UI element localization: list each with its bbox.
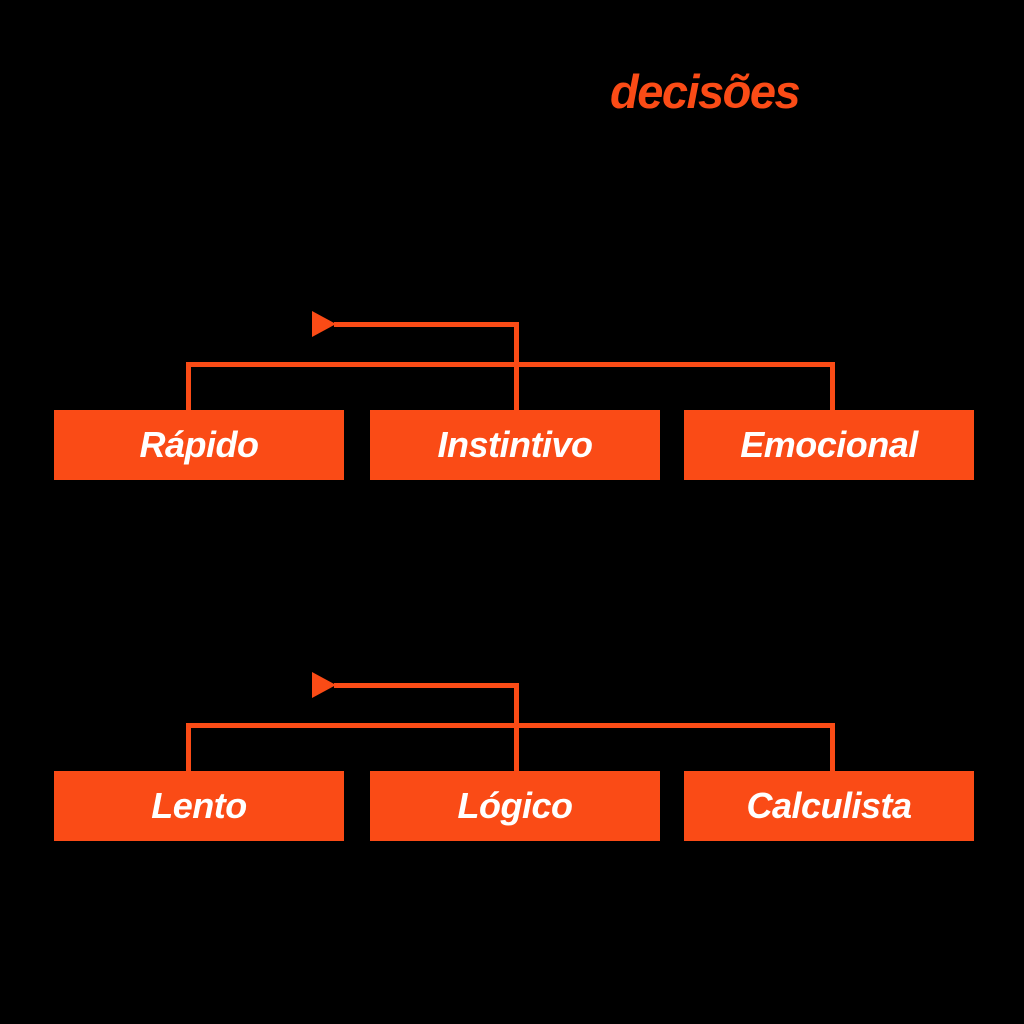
connector-stem-slow — [334, 683, 519, 688]
node-box-label: Instintivo — [437, 424, 594, 465]
node-box-instintivo[interactable]: Instintivo — [370, 410, 660, 480]
arrowhead-right-icon — [312, 311, 336, 337]
node-box-label: Emocional — [740, 424, 918, 465]
connector-drop-slow-2 — [830, 723, 835, 771]
node-box-rapido[interactable]: Rápido — [54, 410, 344, 480]
node-box-lento[interactable]: Lento — [54, 771, 344, 841]
page-title: decisões — [610, 65, 801, 118]
connector-bus-fast — [186, 362, 835, 367]
connector-drop-slow-1 — [514, 723, 519, 771]
node-box-logico[interactable]: Lógico — [370, 771, 660, 841]
connector-center-link-slow — [514, 683, 519, 728]
node-box-label: Lento — [151, 785, 247, 826]
connector-stem-fast — [334, 322, 519, 327]
connector-drop-fast-1 — [514, 362, 519, 410]
connector-center-link-fast — [514, 322, 519, 367]
node-box-label: Lógico — [457, 785, 573, 826]
connector-drop-fast-0 — [186, 362, 191, 410]
node-box-emocional[interactable]: Emocional — [684, 410, 974, 480]
node-box-calculista[interactable]: Calculista — [684, 771, 974, 841]
node-box-label: Calculista — [746, 785, 912, 826]
node-box-label: Rápido — [139, 424, 260, 465]
connector-drop-slow-0 — [186, 723, 191, 771]
connector-drop-fast-2 — [830, 362, 835, 410]
arrowhead-right-icon — [312, 672, 336, 698]
connector-bus-slow — [186, 723, 835, 728]
